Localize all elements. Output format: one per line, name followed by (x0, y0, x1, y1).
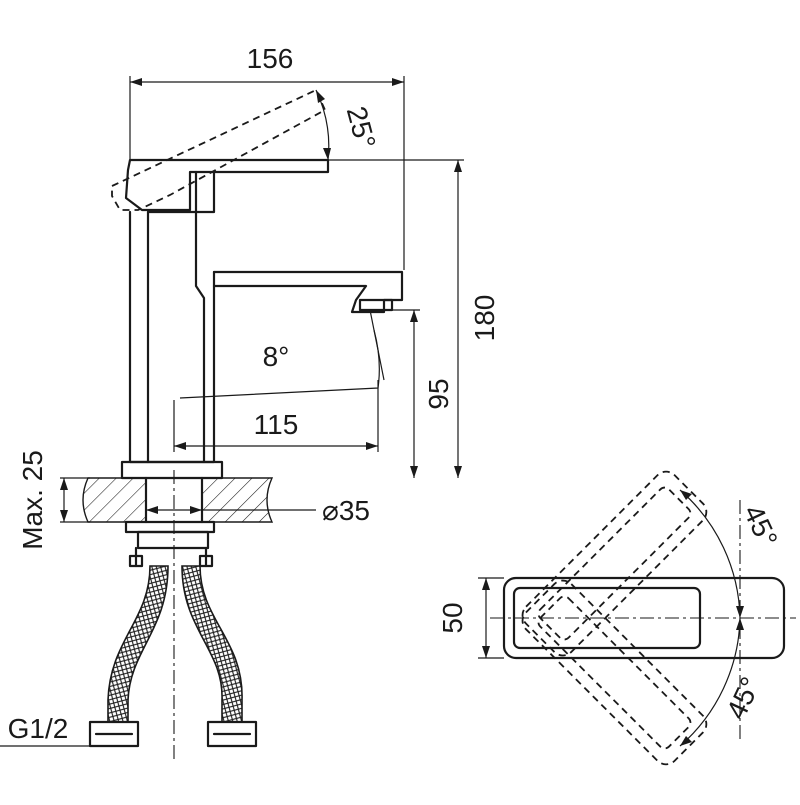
dim-hole-diameter: ⌀35 (146, 495, 370, 526)
dim-top-width: 50 (437, 577, 504, 659)
dim-handle-tilt: 25° (315, 89, 382, 161)
handle-rotated-down (521, 579, 708, 766)
dim-connection: G1/2 (0, 713, 92, 747)
body-column (128, 210, 216, 464)
mounting-nut (136, 530, 210, 550)
handle-rotated-up (521, 470, 708, 657)
dim-width-total-label: 156 (247, 43, 294, 74)
hose-right (181, 565, 243, 723)
dim-height-total-label: 180 (469, 295, 500, 342)
aerator (358, 298, 394, 312)
mounting-washer (124, 520, 216, 534)
dim-spout-reach-label: 115 (254, 409, 299, 440)
dim-handle-tilt-label: 25° (341, 103, 382, 152)
base-collar (120, 460, 224, 480)
deck-left (82, 477, 147, 523)
spout-outline (212, 270, 404, 314)
dim-deck-thickness-label: Max. 25 (17, 450, 48, 550)
hose-right-nut (206, 720, 258, 748)
dim-hole-diameter-label: ⌀35 (322, 495, 370, 526)
handle-outline (124, 158, 330, 212)
dim-spout-height: 95 (392, 309, 454, 478)
faucet-top-view: 50 45° 45° (437, 470, 796, 766)
handle-tilted-dashed (111, 88, 327, 211)
dim-height-total: 180 (220, 159, 500, 478)
hose-left-nut (88, 720, 140, 748)
dim-spout-angle-label: 8° (263, 341, 290, 372)
mounting-stud (144, 476, 204, 524)
hose-left (107, 565, 169, 723)
supply-hoses (88, 565, 258, 748)
dim-spout-angle: 8° (179, 309, 385, 399)
dim-spout-reach: 115 (173, 380, 379, 452)
body-inner (146, 170, 206, 464)
stud-pins (134, 546, 208, 568)
dim-deck-thickness: Max. 25 (17, 450, 68, 550)
dim-connection-label: G1/2 (8, 713, 69, 744)
dim-width-total: 156 (129, 43, 405, 270)
body-cap (146, 170, 216, 214)
dim-top-width-label: 50 (437, 602, 468, 633)
dim-rotate-upper-label: 45° (738, 500, 784, 551)
dim-spout-height-label: 95 (423, 378, 454, 409)
deck-section (60, 476, 274, 568)
deck-right (201, 477, 274, 523)
